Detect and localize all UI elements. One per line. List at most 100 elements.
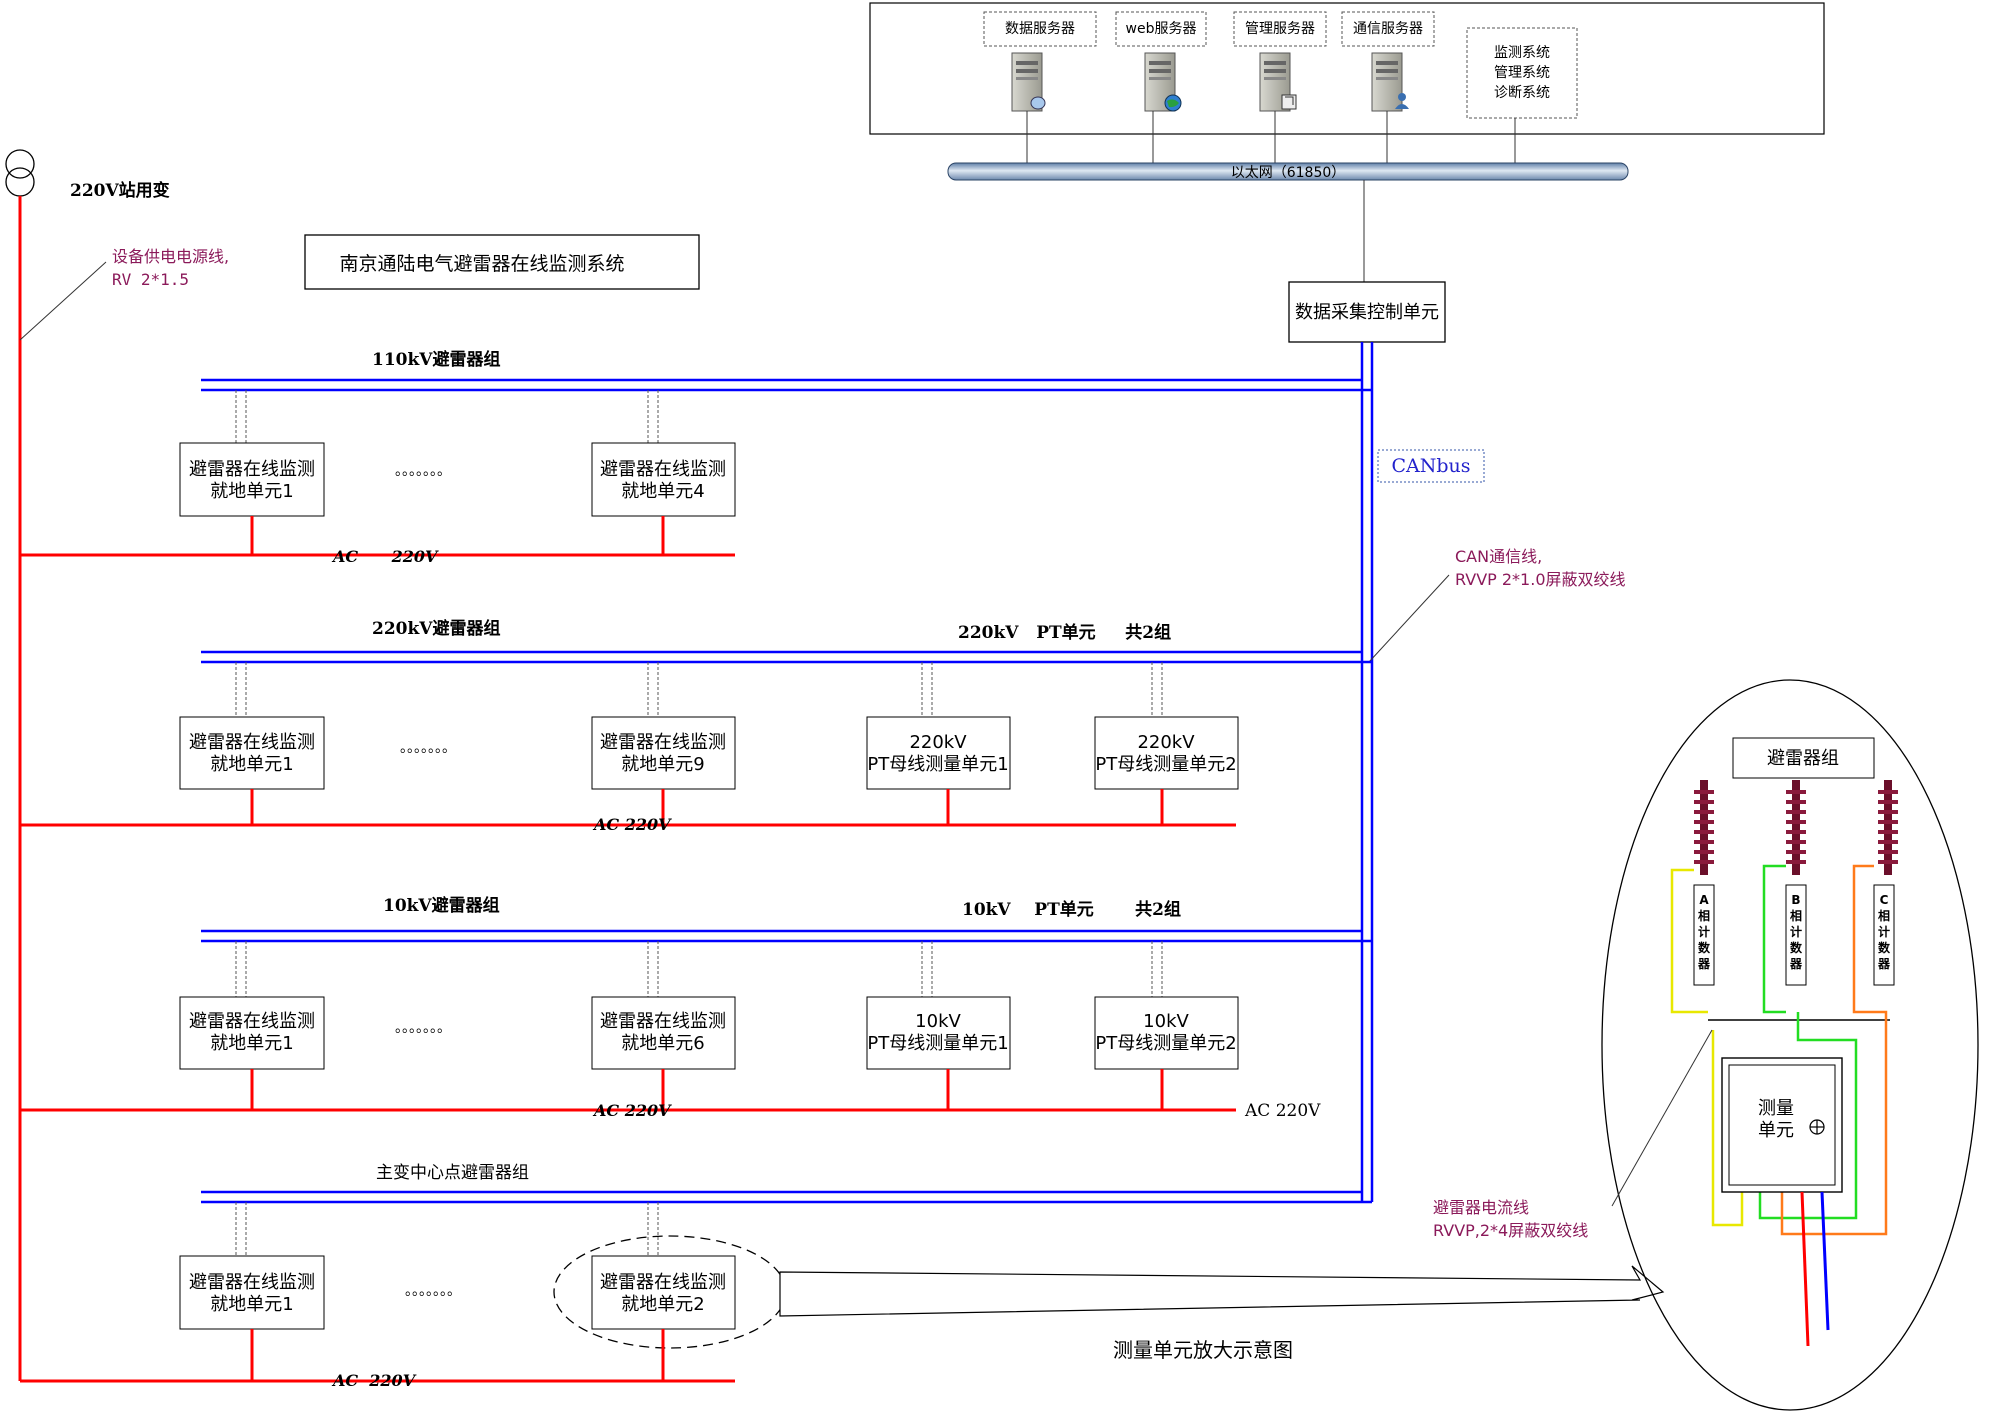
counter-c-char: 数: [1878, 940, 1891, 955]
pt-unit[interactable]: 10kV PT母线测量单元2: [1094, 996, 1239, 1070]
page-title: 南京通陆电气避雷器在线监测系统: [339, 253, 624, 275]
pt-220kv-title: 220kV PT单元 共2组: [958, 622, 1171, 643]
local-unit[interactable]: 避雷器在线监测 就地单元4: [591, 442, 736, 517]
server-icon: [1011, 52, 1046, 112]
ac-label: AC 220V: [331, 1371, 417, 1390]
group-110kv-title: 110kV避雷器组: [372, 349, 500, 370]
can-branch: [201, 1190, 1372, 1204]
group-main-title: 主变中心点避雷器组: [376, 1163, 529, 1183]
group-220kv-title: 220kV避雷器组: [372, 618, 500, 639]
system-item-diagnosis: 诊断系统: [1494, 85, 1550, 101]
can-wire-callout: [1368, 574, 1450, 663]
management-server-label: 管理服务器: [1245, 21, 1315, 37]
counter-b-char: 数: [1790, 940, 1803, 955]
management-server[interactable]: 管理服务器: [1233, 11, 1327, 112]
can-branch: [201, 650, 1372, 664]
ethernet-label: 以太网（61850）: [1231, 165, 1346, 181]
canbus-label: CANbus: [1391, 455, 1470, 477]
local-unit[interactable]: 避雷器在线监测 就地单元1: [179, 1255, 325, 1330]
supply-line-label-2: RV 2*1.5: [112, 270, 189, 289]
local-unit-line1: 避雷器在线监测: [600, 1272, 726, 1293]
local-unit-line1: 避雷器在线监测: [189, 1011, 315, 1032]
local-unit[interactable]: 避雷器在线监测 就地单元1: [179, 442, 325, 517]
green-wire: [1758, 864, 1858, 1220]
ac-label: AC 220V: [592, 815, 672, 834]
counter-c-char: 计: [1878, 924, 1890, 939]
ellipsis-dots: 。。。。。。。: [400, 740, 456, 756]
pt-unit[interactable]: 10kV PT母线测量单元1: [866, 996, 1011, 1070]
counter-a-char: 计: [1698, 924, 1710, 939]
control-unit[interactable]: 数据采集控制单元: [1288, 281, 1446, 343]
local-unit-line1: 避雷器在线监测: [189, 732, 315, 753]
system-item-management: 管理系统: [1494, 65, 1550, 81]
enlarge-caption: 测量单元放大示意图: [1113, 1338, 1293, 1362]
pt-unit-line2: PT母线测量单元2: [1095, 754, 1236, 775]
title-box: 南京通陆电气避雷器在线监测系统: [304, 234, 700, 290]
current-wire-label-2: RVVP,2*4屏蔽双绞线: [1433, 1221, 1588, 1240]
pt-unit-line1: 10kV: [1143, 1011, 1189, 1032]
can-wire-label-1: CAN通信线,: [1455, 547, 1542, 566]
pt-10kv-title: 10kV PT单元 共2组: [962, 899, 1181, 920]
pt-unit-line1: 10kV: [915, 1011, 961, 1032]
local-unit-line2: 就地单元6: [621, 1033, 704, 1054]
counter-a-char: 器: [1697, 957, 1711, 971]
insulator-a-icon: [1694, 780, 1714, 875]
counter-a[interactable]: A 相 计 数 器: [1693, 884, 1715, 986]
local-unit-line2: 就地单元1: [210, 1294, 293, 1315]
local-unit-line1: 避雷器在线监测: [600, 732, 726, 753]
output-red-wire: [1800, 1191, 1810, 1347]
local-unit-line2: 就地单元1: [210, 754, 293, 775]
can-branch: [201, 378, 1372, 392]
local-unit-line2: 就地单元1: [210, 1033, 293, 1054]
ethernet-bus: 以太网（61850）: [947, 162, 1629, 181]
counter-c-char: C: [1880, 893, 1889, 907]
counter-b-char: B: [1791, 893, 1800, 907]
system-item-monitoring: 监测系统: [1494, 45, 1550, 61]
web-server[interactable]: web服务器: [1115, 11, 1207, 112]
ac-branch: [20, 1329, 735, 1383]
local-unit[interactable]: 避雷器在线监测 就地单元6: [591, 996, 736, 1070]
pt-unit-line2: PT母线测量单元1: [867, 754, 1008, 775]
arrester-group-label: 避雷器组: [1767, 748, 1839, 769]
arrester-group-box[interactable]: 避雷器组: [1732, 737, 1875, 779]
local-unit-line1: 避雷器在线监测: [189, 459, 315, 480]
counter-b[interactable]: B 相 计 数 器: [1785, 884, 1807, 986]
systems-box[interactable]: 监测系统 管理系统 诊断系统: [1466, 27, 1578, 119]
transformer-icon: [5, 149, 35, 197]
group-10kv: 10kV避雷器组 10kV PT单元 共2组 避雷器在线监测 就地单元1 。。。…: [20, 895, 1372, 1121]
detail-view: 避雷器组: [1433, 679, 1979, 1411]
can-wire-label-2: RVVP 2*1.0屏蔽双绞线: [1455, 570, 1626, 589]
counter-c[interactable]: C 相 计 数 器: [1873, 884, 1895, 986]
group-110kv: 110kV避雷器组 避雷器在线监测 就地单元1 。。。。。。。 避雷器在线监测 …: [20, 349, 1372, 566]
measurement-unit-line2: 单元: [1758, 1120, 1794, 1141]
local-unit[interactable]: 避雷器在线监测 就地单元1: [179, 996, 325, 1070]
ac-label-right: AC 220V: [1244, 1101, 1321, 1121]
pt-unit[interactable]: 220kV PT母线测量单元2: [1094, 716, 1239, 790]
ac-branch: [20, 789, 1236, 827]
local-unit[interactable]: 避雷器在线监测 就地单元9: [591, 716, 736, 790]
control-unit-label: 数据采集控制单元: [1295, 302, 1439, 323]
local-unit-line2: 就地单元9: [621, 754, 704, 775]
counter-c-char: 器: [1877, 957, 1891, 971]
measurement-unit[interactable]: 测量 单元: [1721, 1057, 1843, 1193]
pt-unit[interactable]: 220kV PT母线测量单元1: [866, 716, 1011, 790]
local-unit-line2: 就地单元4: [621, 481, 704, 502]
current-wire-label-1: 避雷器电流线: [1433, 1198, 1529, 1217]
local-unit[interactable]: 避雷器在线监测 就地单元1: [179, 716, 325, 790]
counter-a-char: 相: [1698, 908, 1710, 923]
ellipsis-dots: 。。。。。。。: [405, 1283, 461, 1299]
group-main-neutral: 主变中心点避雷器组 避雷器在线监测 就地单元1 。。。。。。。 避雷器在线监测 …: [20, 1163, 1372, 1390]
canbus-trunk: [1360, 342, 1374, 1202]
local-unit-highlighted[interactable]: 避雷器在线监测 就地单元2: [553, 1235, 787, 1349]
counter-a-char: 数: [1698, 940, 1711, 955]
can-branch: [201, 929, 1372, 943]
pt-unit-line1: 220kV: [909, 732, 967, 753]
ac-branch: [20, 516, 735, 557]
enlarge-arrow: [779, 1265, 1665, 1317]
unit-drops: [235, 1202, 659, 1256]
server-links: [1026, 111, 1516, 165]
insulator-b-icon: [1786, 780, 1806, 875]
output-blue-wire: [1820, 1191, 1830, 1331]
pt-unit-line1: 220kV: [1137, 732, 1195, 753]
pt-unit-line2: PT母线测量单元1: [867, 1033, 1008, 1054]
